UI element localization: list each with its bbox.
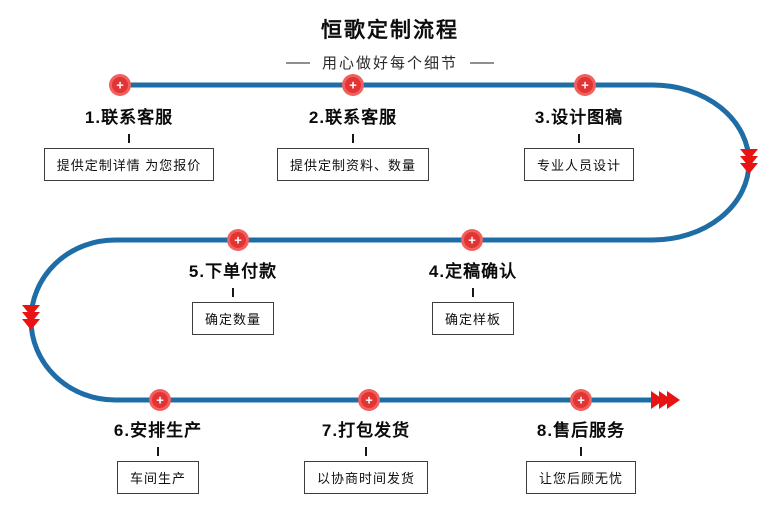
step-marker-6: + [149, 389, 171, 411]
step-marker-7: + [358, 389, 380, 411]
connector-tick [157, 447, 159, 456]
page-subtitle: 用心做好每个细节 [0, 52, 780, 73]
step-1: 1.联系客服 提供定制详情 为您报价 [19, 103, 239, 181]
step-marker-1: + [109, 74, 131, 96]
page-subtitle-text: 用心做好每个细节 [321, 55, 458, 72]
connector-tick [580, 447, 582, 456]
down-arrows-left-icon [22, 305, 40, 330]
plus-icon: + [116, 77, 124, 92]
connector-tick [352, 134, 354, 143]
step-8: 8.售后服务 让您后顾无忧 [471, 416, 691, 494]
plus-icon: + [234, 232, 242, 247]
step-note-box: 确定样板 [431, 302, 514, 335]
step-note-box: 提供定制详情 为您报价 [43, 148, 215, 181]
connector-tick [232, 288, 234, 297]
end-arrows-right-icon [651, 391, 680, 409]
step-3: 3.设计图稿 专业人员设计 [469, 103, 689, 181]
step-note-box: 提供定制资料、数量 [276, 148, 429, 181]
step-marker-4: + [461, 229, 483, 251]
header: 恒歌定制流程 用心做好每个细节 [0, 14, 780, 73]
plus-icon: + [349, 77, 357, 92]
step-marker-5: + [227, 229, 249, 251]
step-marker-3: + [574, 74, 596, 96]
step-title: 8.售后服务 [536, 421, 626, 440]
step-note-box: 以协商时间发货 [303, 461, 428, 494]
down-arrows-right-icon [740, 149, 758, 174]
step-title: 7.打包发货 [321, 421, 411, 440]
connector-tick [578, 134, 580, 143]
plus-icon: + [577, 392, 585, 407]
step-note-box: 车间生产 [116, 461, 199, 494]
step-title: 5.下单付款 [188, 262, 278, 281]
step-title: 1.联系客服 [84, 108, 174, 127]
plus-icon: + [468, 232, 476, 247]
connector-tick [365, 447, 367, 456]
step-title: 4.定稿确认 [428, 262, 518, 281]
subtitle-dash-left-icon [285, 61, 310, 64]
connector-tick [128, 134, 130, 143]
step-note-box: 让您后顾无忧 [525, 461, 636, 494]
plus-icon: + [156, 392, 164, 407]
plus-icon: + [581, 77, 589, 92]
connector-tick [472, 288, 474, 297]
step-note-box: 确定数量 [191, 302, 274, 335]
step-title: 2.联系客服 [308, 108, 398, 127]
plus-icon: + [365, 392, 373, 407]
step-4: 4.定稿确认 确定样板 [363, 257, 583, 335]
step-6: 6.安排生产 车间生产 [48, 416, 268, 494]
step-title: 6.安排生产 [113, 421, 203, 440]
step-2: 2.联系客服 提供定制资料、数量 [243, 103, 463, 181]
step-title: 3.设计图稿 [534, 108, 624, 127]
step-5: 5.下单付款 确定数量 [123, 257, 343, 335]
subtitle-dash-right-icon [470, 61, 494, 64]
flow-line [28, 82, 752, 403]
step-marker-8: + [570, 389, 592, 411]
step-7: 7.打包发货 以协商时间发货 [256, 416, 476, 494]
step-marker-2: + [342, 74, 364, 96]
page-title: 恒歌定制流程 [321, 19, 459, 42]
step-note-box: 专业人员设计 [523, 148, 634, 181]
